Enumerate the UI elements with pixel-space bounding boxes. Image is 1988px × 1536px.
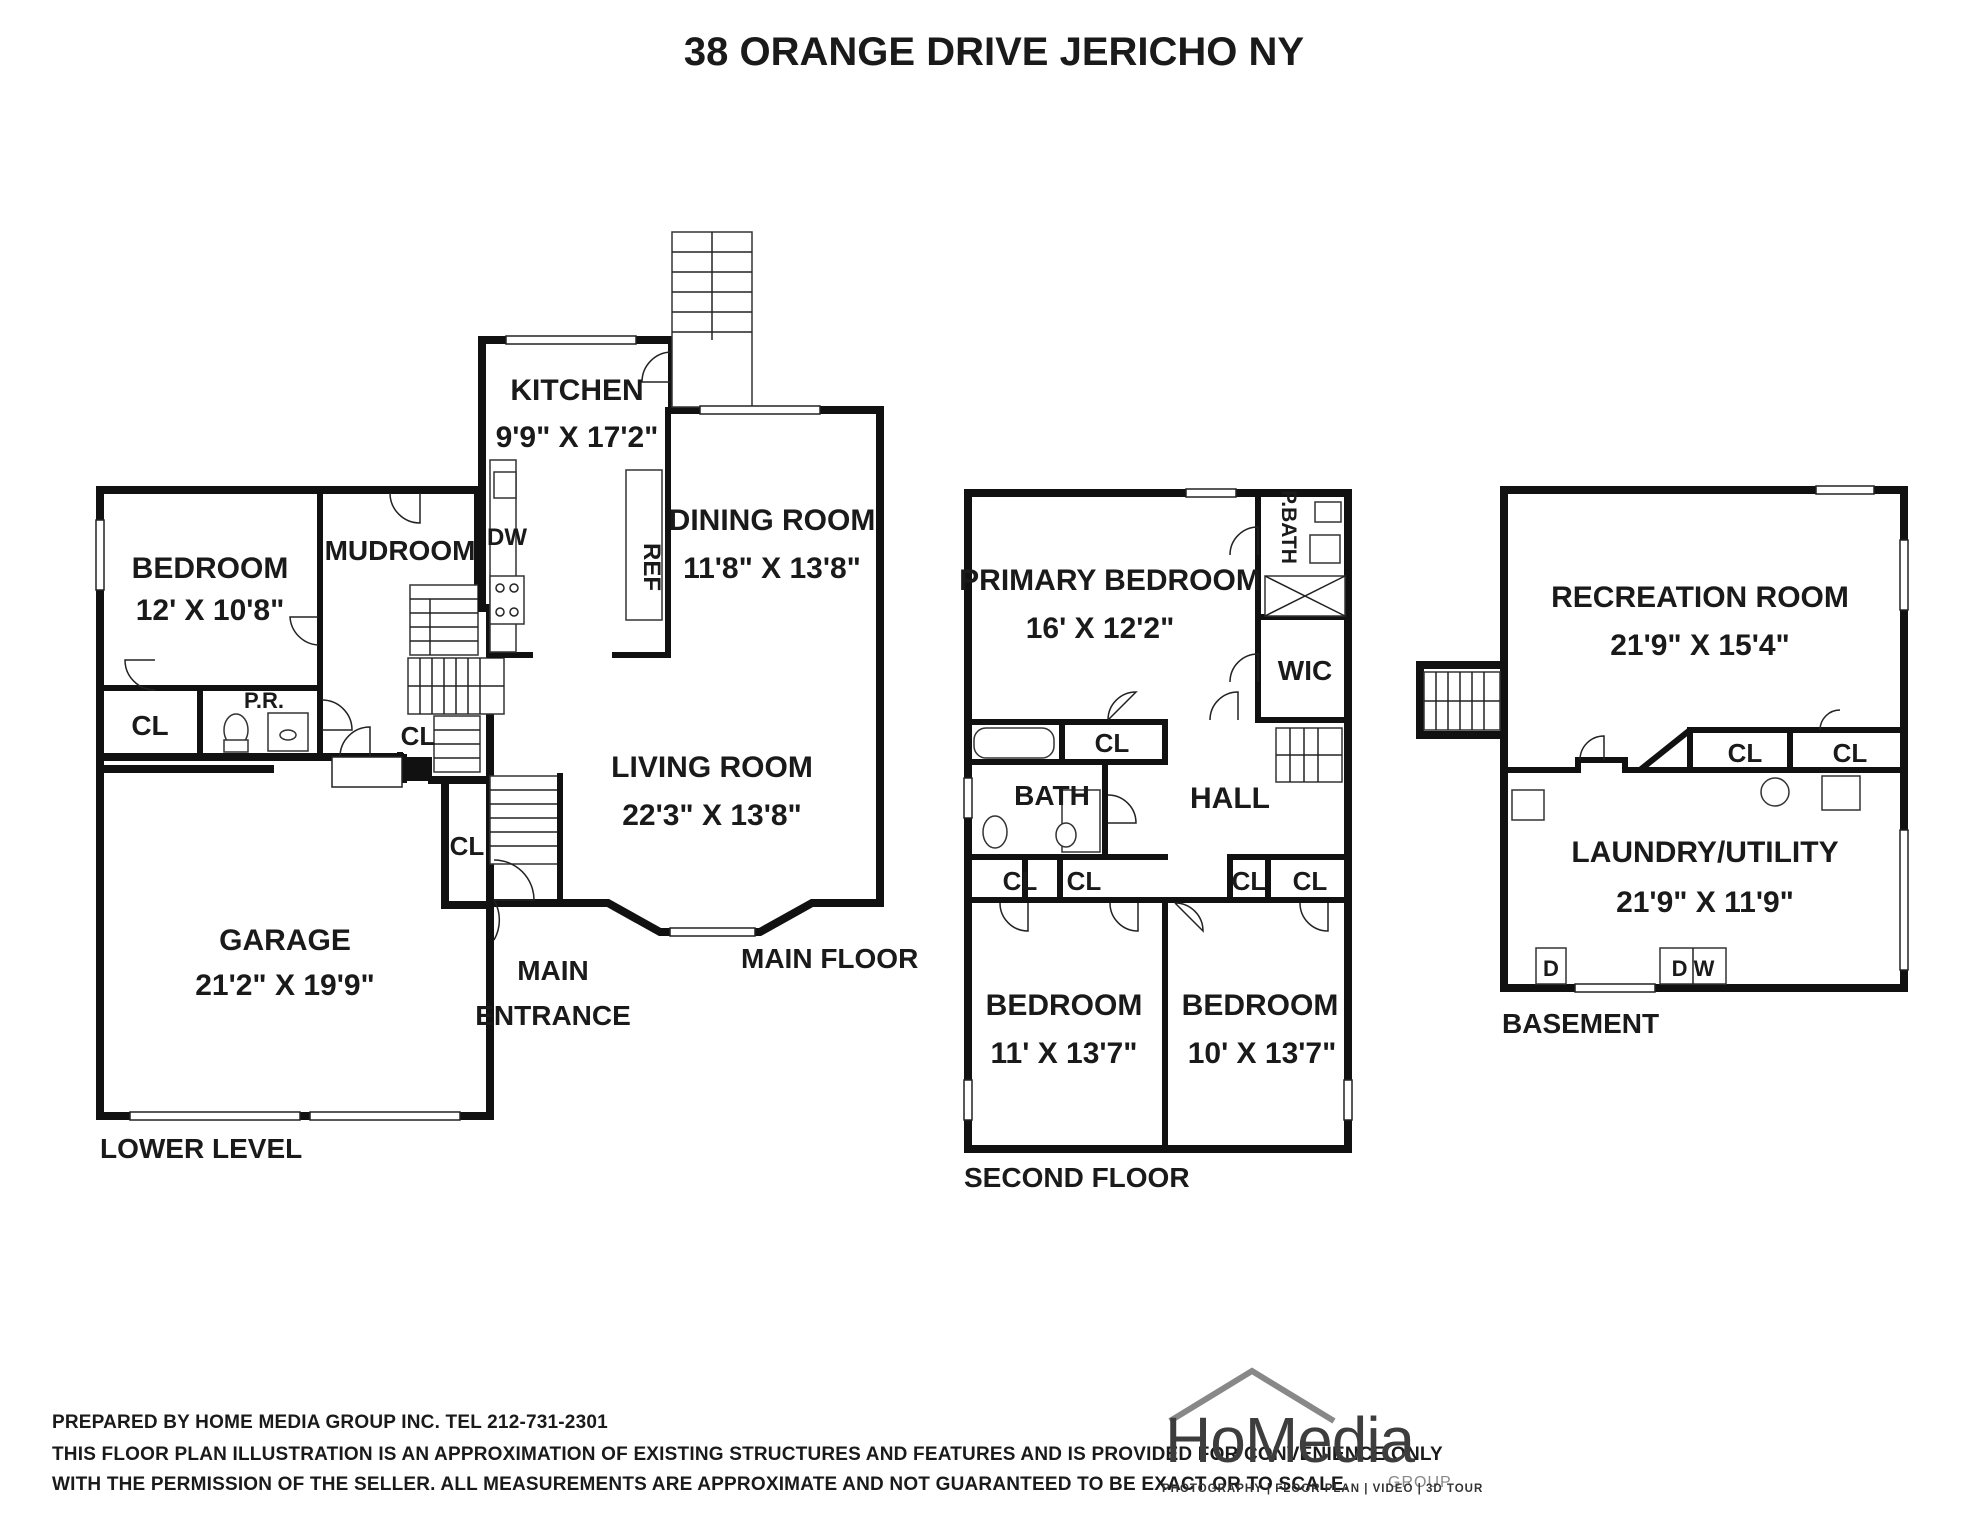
footer-disclaimer-2: WITH THE PERMISSION OF THE SELLER. ALL M… xyxy=(52,1474,1350,1495)
lower-closet3-label: CL xyxy=(450,831,485,861)
recreation-room-dim: 21'9" X 15'4" xyxy=(1610,629,1790,662)
laundry-utility-name: LAUNDRY/UTILITY xyxy=(1571,836,1838,869)
dishwasher-label: DW xyxy=(487,524,527,551)
primary-bath-label: P.BATH xyxy=(1277,490,1300,564)
homedia-logo: HoMedia GROUP PHOTOGRAPHY | FLOOR PLAN |… xyxy=(1160,1365,1490,1505)
second-closet1-label: CL xyxy=(1095,728,1130,758)
main-floor-plan xyxy=(478,231,884,941)
main-entrance-line2: ENTRANCE xyxy=(475,1000,631,1031)
second-closet3-label: CL xyxy=(1067,866,1102,896)
labels: BEDROOM 12' X 10'8" MUDROOM CL P.R. CL C… xyxy=(100,374,1867,1193)
primary-bedroom-name: PRIMARY BEDROOM xyxy=(959,564,1261,597)
lower-level-label: LOWER LEVEL xyxy=(100,1133,302,1164)
second-closet2-label: CL xyxy=(1003,866,1038,896)
main-floor-label: MAIN FLOOR xyxy=(741,943,918,974)
main-entrance-line1: MAIN xyxy=(517,955,589,986)
second-floor-label: SECOND FLOOR xyxy=(964,1162,1190,1193)
recreation-room-name: RECREATION ROOM xyxy=(1551,581,1849,614)
bedroom2-dim: 11' X 13'7" xyxy=(991,1037,1138,1070)
bedroom3-name: BEDROOM xyxy=(1182,989,1339,1022)
lower-bedroom-name: BEDROOM xyxy=(132,552,289,585)
kitchen-name: KITCHEN xyxy=(510,374,643,407)
laundry-utility-dim: 21'9" X 11'9" xyxy=(1616,886,1794,919)
second-floor-plan xyxy=(963,488,1353,1153)
dining-room-name: DINING ROOM xyxy=(669,504,876,537)
bedroom3-dim: 10' X 13'7" xyxy=(1188,1037,1337,1070)
logo-services-text: PHOTOGRAPHY | FLOOR PLAN | VIDEO | 3D TO… xyxy=(1162,1483,1484,1495)
basement-closet2-label: CL xyxy=(1833,738,1868,768)
powder-room-label: P.R. xyxy=(244,688,284,713)
lower-closet2-label: CL xyxy=(401,721,436,751)
garage-name: GARAGE xyxy=(219,924,351,957)
garage-dim: 21'2" X 19'9" xyxy=(195,969,375,1002)
walk-in-closet-label: WIC xyxy=(1278,655,1332,686)
footer-disclaimer-1: THIS FLOOR PLAN ILLUSTRATION IS AN APPRO… xyxy=(52,1444,1443,1465)
logo-group-text: GROUP xyxy=(1388,1474,1452,1491)
footer-prepared-by: PREPARED BY HOME MEDIA GROUP INC. TEL 21… xyxy=(52,1412,608,1433)
living-room-name: LIVING ROOM xyxy=(611,751,813,784)
washer-dryer-label: D W xyxy=(1672,956,1715,981)
hall-label: HALL xyxy=(1190,782,1270,815)
dryer-label: D xyxy=(1543,956,1559,981)
refrigerator-label: REF xyxy=(638,543,665,591)
lower-bedroom-dim: 12' X 10'8" xyxy=(136,594,285,627)
house-roof-icon xyxy=(1168,1367,1336,1424)
bath-label: BATH xyxy=(1014,780,1090,811)
dining-room-dim: 11'8" X 13'8" xyxy=(683,552,861,585)
living-room-dim: 22'3" X 13'8" xyxy=(622,799,802,832)
page-title: 38 ORANGE DRIVE JERICHO NY xyxy=(683,30,1305,74)
basement-closet1-label: CL xyxy=(1728,738,1763,768)
second-closet5-label: CL xyxy=(1293,866,1328,896)
primary-bedroom-dim: 16' X 12'2" xyxy=(1026,612,1175,645)
mudroom-name: MUDROOM xyxy=(325,535,476,566)
lower-level-plan xyxy=(95,486,505,1121)
second-closet4-label: CL xyxy=(1232,866,1267,896)
logo-wordmark: HoMedia xyxy=(1165,1404,1415,1476)
lower-closet-label: CL xyxy=(131,710,168,741)
bedroom2-name: BEDROOM xyxy=(986,989,1143,1022)
kitchen-dim: 9'9" X 17'2" xyxy=(496,421,659,454)
basement-label: BASEMENT xyxy=(1502,1008,1659,1039)
basement-plan xyxy=(1416,485,1909,993)
